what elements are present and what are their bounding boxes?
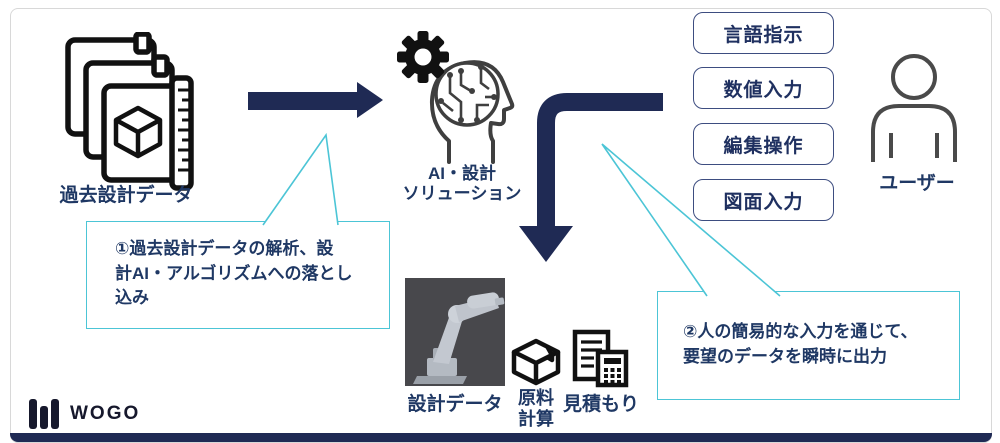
ai-solution-label: AI・設計 ソリューション xyxy=(402,164,522,204)
package-box-icon xyxy=(511,338,561,386)
input-box-edit: 編集操作 xyxy=(693,123,834,165)
input-box-edit-label: 編集操作 xyxy=(723,135,804,157)
logo-mark-icon xyxy=(29,399,59,429)
input-box-drawing: 図面入力 xyxy=(693,179,834,221)
logo: WOGO xyxy=(28,399,140,429)
logo-wordmark: WOGO xyxy=(70,403,141,424)
ai-head-gear-icon xyxy=(397,31,515,164)
design-data-label: 設計データ xyxy=(407,394,503,415)
callout-1-text: ①過去設計データの解析、設 計AI・アルゴリズムへの落とし 込み xyxy=(115,239,353,308)
input-box-drawing-label: 図面入力 xyxy=(723,191,804,213)
bottom-accent-bar xyxy=(10,433,992,442)
input-box-language: 言語指示 xyxy=(693,12,834,54)
callout-1-pointer xyxy=(262,132,339,226)
arrow-curved-down-icon xyxy=(519,93,663,262)
person-icon xyxy=(871,54,957,162)
callout-1: ①過去設計データの解析、設 計AI・アルゴリズムへの落とし 込み xyxy=(86,221,390,329)
callout-2-pointer xyxy=(601,143,781,297)
estimate-label: 見積もり xyxy=(562,394,639,415)
arrow-right-icon xyxy=(248,82,383,118)
user-label: ユーザー xyxy=(879,173,955,194)
gear-icon xyxy=(397,31,449,83)
blueprint-stack-icon xyxy=(65,32,194,191)
input-box-numeric: 数値入力 xyxy=(693,67,834,109)
past-data-label: 過去設計データ xyxy=(59,185,193,206)
material-calc-label: 原料 計算 xyxy=(518,388,554,430)
input-box-numeric-label: 数値入力 xyxy=(723,79,804,101)
callout-2-text: ②人の簡易的な入力を通じて、 要望のデータを瞬時に出力 xyxy=(683,322,918,366)
callout-2: ②人の簡易的な入力を通じて、 要望のデータを瞬時に出力 xyxy=(657,291,960,400)
robot-arm-image xyxy=(405,278,505,386)
document-calculator-icon xyxy=(572,329,629,388)
input-box-language-label: 言語指示 xyxy=(723,24,804,46)
